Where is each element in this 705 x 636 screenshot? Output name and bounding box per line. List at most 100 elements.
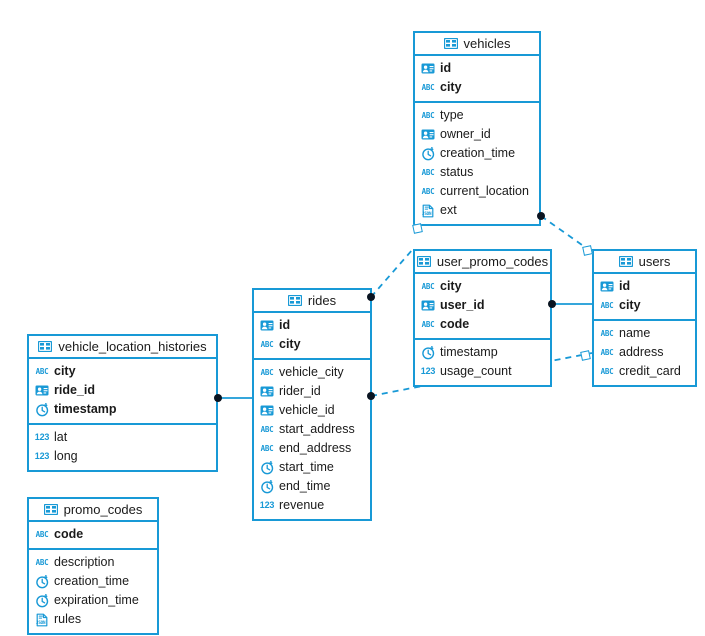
field-users-id[interactable]: id — [594, 277, 695, 296]
abc-string-icon: ABC — [260, 339, 274, 349]
field-label: address — [619, 345, 664, 360]
123-number-icon: 123 — [34, 451, 50, 461]
one-marker-rides-to-users — [579, 349, 591, 361]
table-icon — [43, 503, 58, 517]
field-user_promo_codes-user_id[interactable]: user_id — [415, 296, 550, 315]
field-vehicle_location_histories-timestamp[interactable]: timestamp — [29, 400, 216, 419]
field-rides-start_time[interactable]: start_time — [254, 458, 370, 477]
id-card-icon — [421, 128, 435, 142]
many-marker-rides-to-users — [367, 392, 375, 400]
field-label: city — [440, 279, 462, 294]
field-label: id — [279, 318, 291, 333]
field-label: city — [619, 298, 641, 313]
json-document-icon: JSON — [421, 204, 435, 218]
field-label: end_time — [279, 479, 331, 494]
field-rides-vehicle_id[interactable]: vehicle_id — [254, 401, 370, 420]
clock-icon — [260, 460, 274, 475]
field-rides-rider_id[interactable]: rider_id — [254, 382, 370, 401]
field-label: timestamp — [440, 345, 498, 360]
entity-title: vehicle_location_histories — [58, 339, 207, 354]
abc-string-icon: ABC — [260, 424, 274, 434]
abc-string-icon: ABC — [35, 557, 49, 567]
field-promo_codes-expiration_time[interactable]: expiration_time — [29, 591, 157, 610]
field-label: owner_id — [440, 127, 491, 142]
abc-string-icon: ABC — [600, 366, 614, 376]
field-vehicles-owner_id[interactable]: owner_id — [415, 125, 539, 144]
table-icon — [618, 255, 633, 269]
field-vehicle_location_histories-city[interactable]: ABC city — [29, 362, 216, 381]
table-icon — [416, 255, 431, 269]
clock-icon — [260, 479, 274, 494]
field-vehicle_location_histories-ride_id[interactable]: ride_id — [29, 381, 216, 400]
field-users-city[interactable]: ABC city — [594, 296, 695, 315]
field-label: id — [440, 61, 452, 76]
entity-header-users: users — [594, 251, 695, 274]
field-label: id — [619, 279, 631, 294]
json-document-icon: JSON — [35, 613, 49, 627]
field-label: ride_id — [54, 383, 95, 398]
field-label: user_id — [440, 298, 485, 313]
field-label: city — [54, 364, 76, 379]
field-user_promo_codes-city[interactable]: ABC city — [415, 277, 550, 296]
field-label: status — [440, 165, 474, 180]
field-promo_codes-creation_time[interactable]: creation_time — [29, 572, 157, 591]
id-card-icon — [421, 299, 435, 313]
entity-title: rides — [307, 293, 337, 308]
field-user_promo_codes-timestamp[interactable]: timestamp — [415, 343, 550, 362]
field-label: rider_id — [279, 384, 321, 399]
id-card-icon — [260, 385, 274, 399]
123-number-icon: 123 — [34, 432, 50, 442]
abc-string-icon: ABC — [600, 300, 614, 310]
clock-icon — [421, 146, 435, 161]
abc-string-icon: ABC — [421, 281, 435, 291]
field-vehicles-creation_time[interactable]: creation_time — [415, 144, 539, 163]
abc-string-icon: ABC — [260, 443, 274, 453]
field-rides-end_time[interactable]: end_time — [254, 477, 370, 496]
many-marker-vlh-to-rides — [214, 394, 222, 402]
field-label: revenue — [279, 498, 325, 513]
id-card-icon — [35, 384, 49, 398]
entity-header-rides: rides — [254, 290, 370, 313]
field-vehicles-id[interactable]: id — [415, 59, 539, 78]
field-rides-id[interactable]: id — [254, 316, 370, 335]
one-marker-rides-to-vehicles — [411, 222, 423, 234]
abc-string-icon: ABC — [35, 366, 49, 376]
entity-title: vehicles — [463, 36, 511, 51]
field-label: type — [440, 108, 464, 123]
table-icon — [38, 340, 53, 354]
